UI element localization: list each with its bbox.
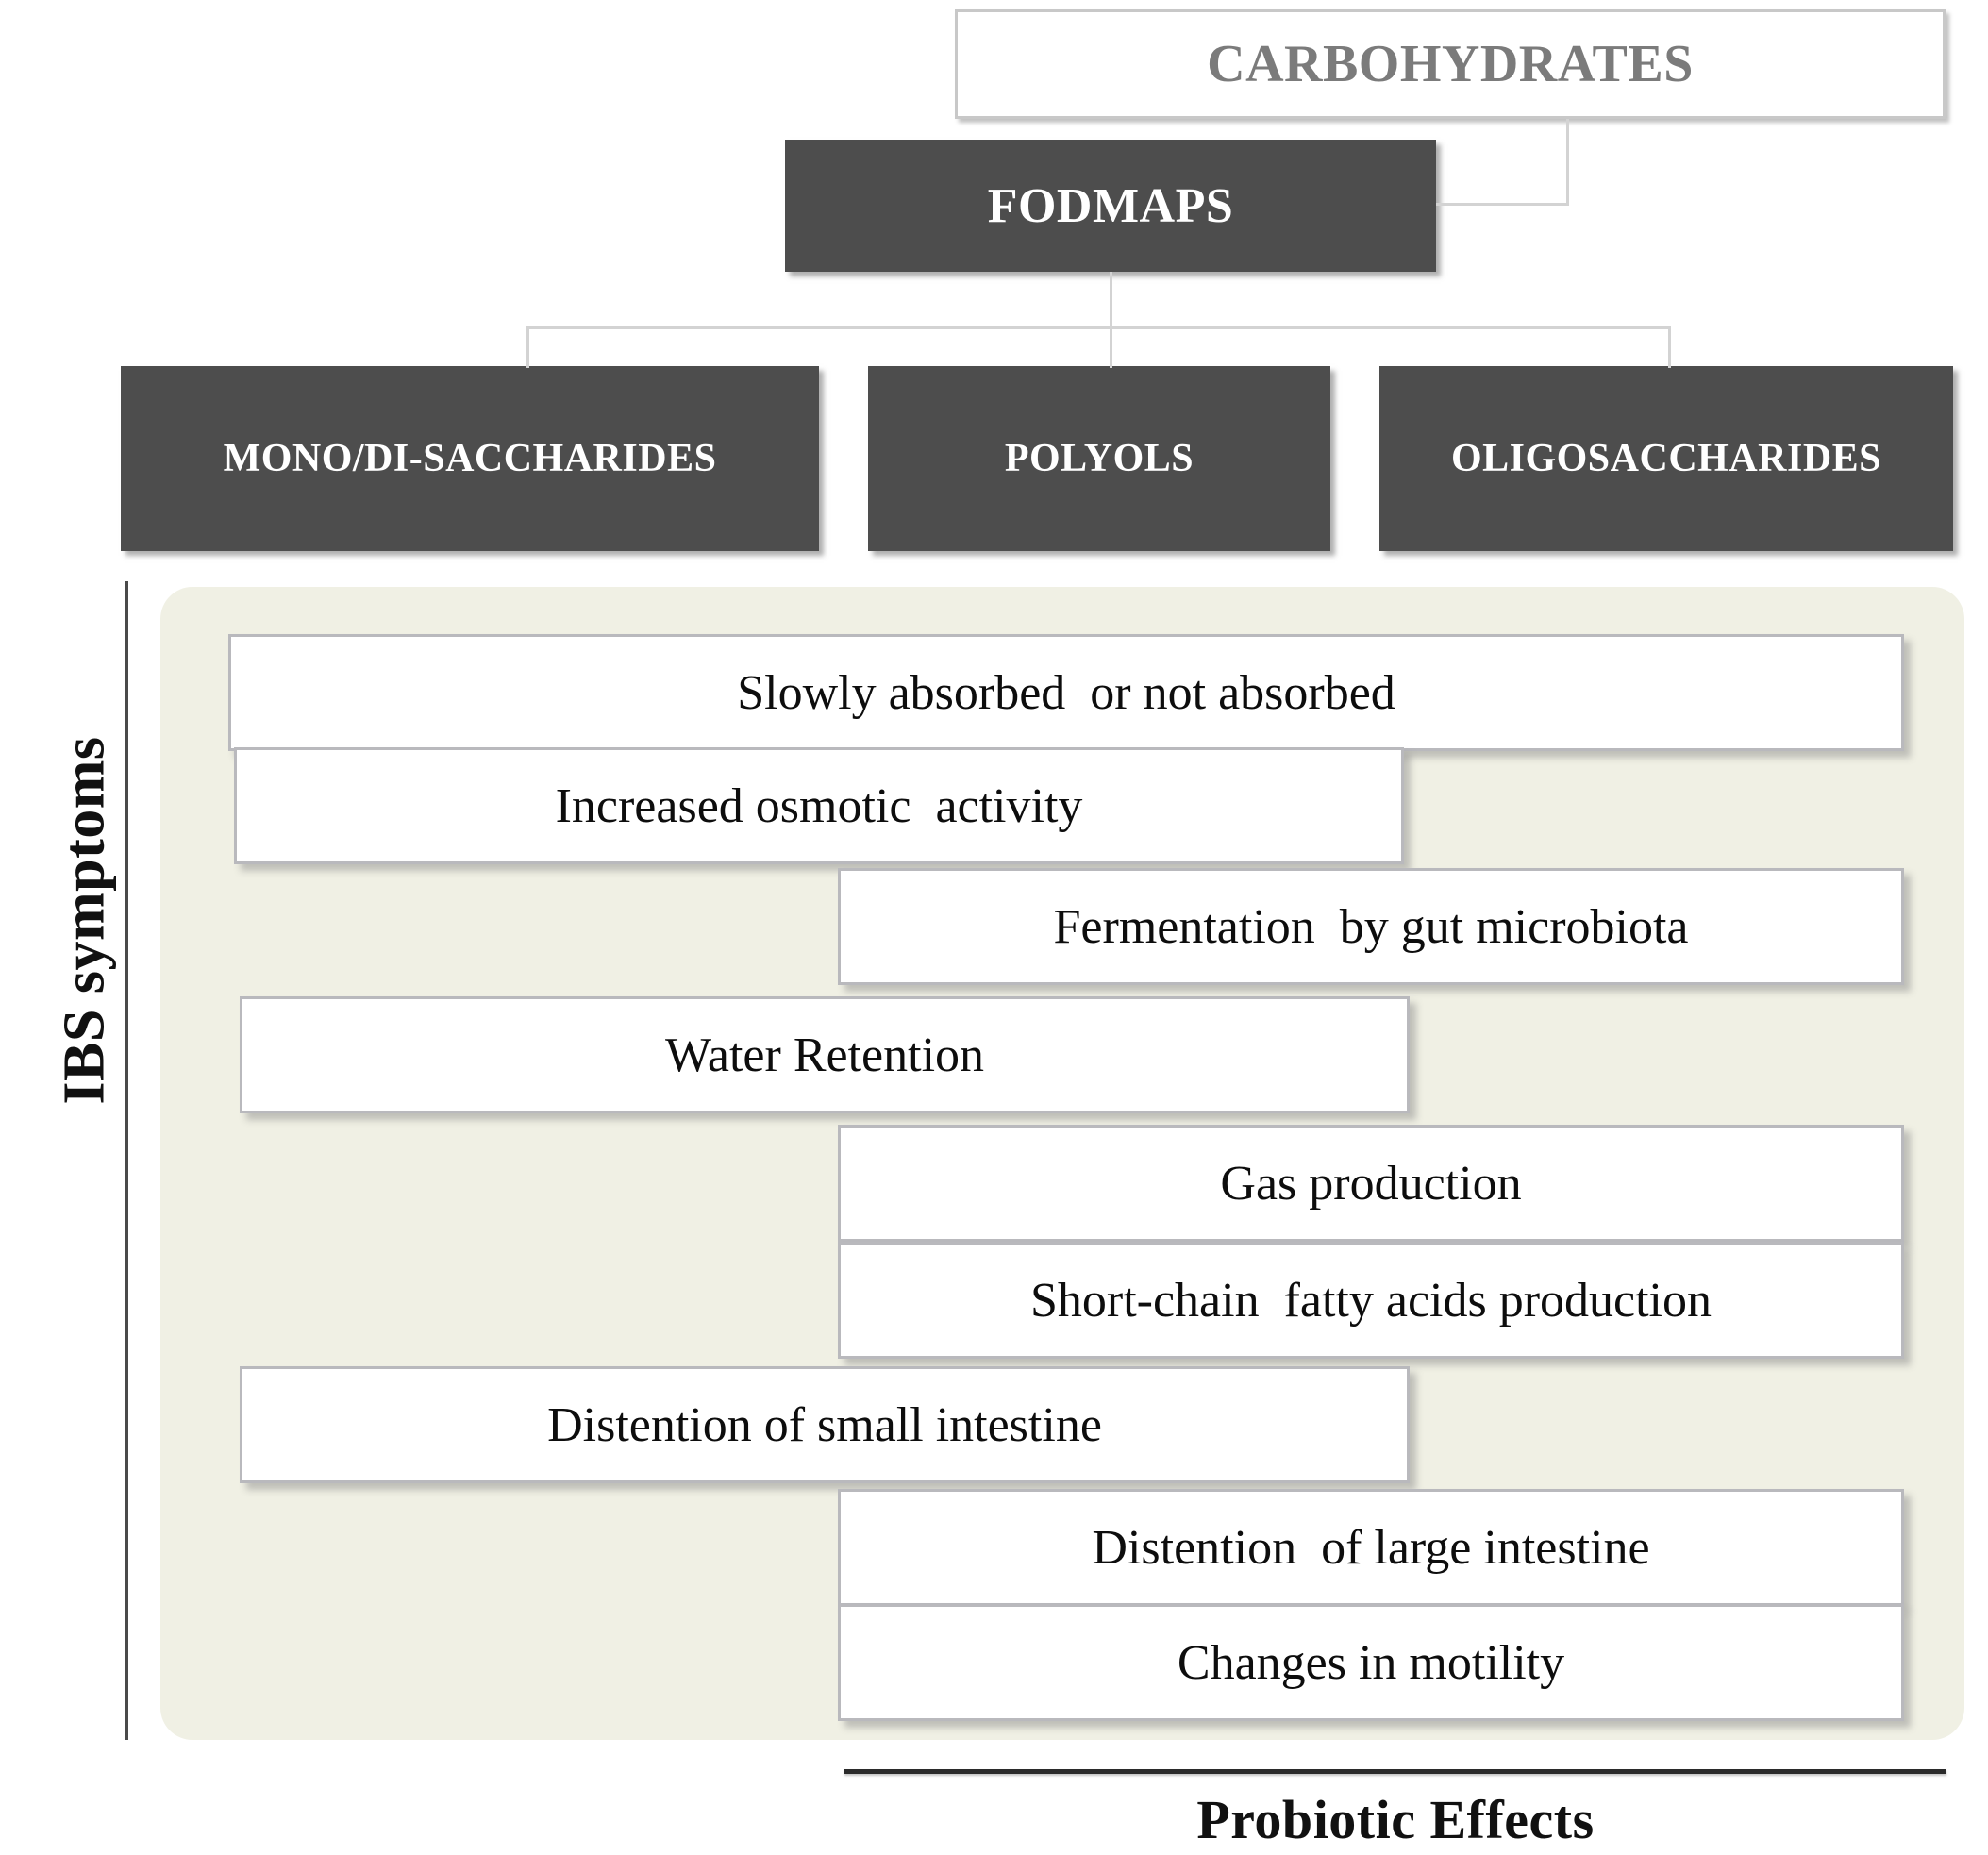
step-box: Distention of small intestine <box>240 1366 1410 1483</box>
step-box: Slowly absorbed or not absorbed <box>228 634 1904 751</box>
step-box: Short-chain fatty acids production <box>838 1242 1904 1359</box>
connector-to-oligo <box>1668 326 1671 368</box>
axis-line-vertical <box>125 581 128 1740</box>
node-mono-di-saccharides: MONO/DI-SACCHARIDES <box>121 366 819 551</box>
node-oligosaccharides: OLIGOSACCHARIDES <box>1379 366 1953 551</box>
connector-to-polyols <box>1110 326 1112 368</box>
connector-carbs-to-fodmaps <box>1436 203 1568 206</box>
node-polyols: POLYOLS <box>868 366 1330 551</box>
connector-to-mono-di <box>526 326 529 368</box>
step-box: Fermentation by gut microbiota <box>838 868 1904 985</box>
axis-label-ibs-symptoms: IBS symptoms <box>52 736 117 1105</box>
node-fodmaps: FODMAPS <box>785 140 1436 272</box>
step-box: Changes in motility <box>838 1604 1904 1721</box>
step-box: Increased osmotic activity <box>234 747 1404 864</box>
connector-carbs-down <box>1566 119 1569 206</box>
step-box: Water Retention <box>240 996 1410 1113</box>
connector-fodmaps-down <box>1110 272 1112 328</box>
axis-line-horizontal <box>844 1769 1946 1774</box>
axis-label-probiotic-effects: Probiotic Effects <box>1196 1789 1595 1850</box>
step-box: Gas production <box>838 1125 1904 1242</box>
node-carbohydrates: CARBOHYDRATES <box>955 9 1946 119</box>
step-box: Distention of large intestine <box>838 1489 1904 1606</box>
connector-fodmaps-bus <box>526 326 1670 329</box>
